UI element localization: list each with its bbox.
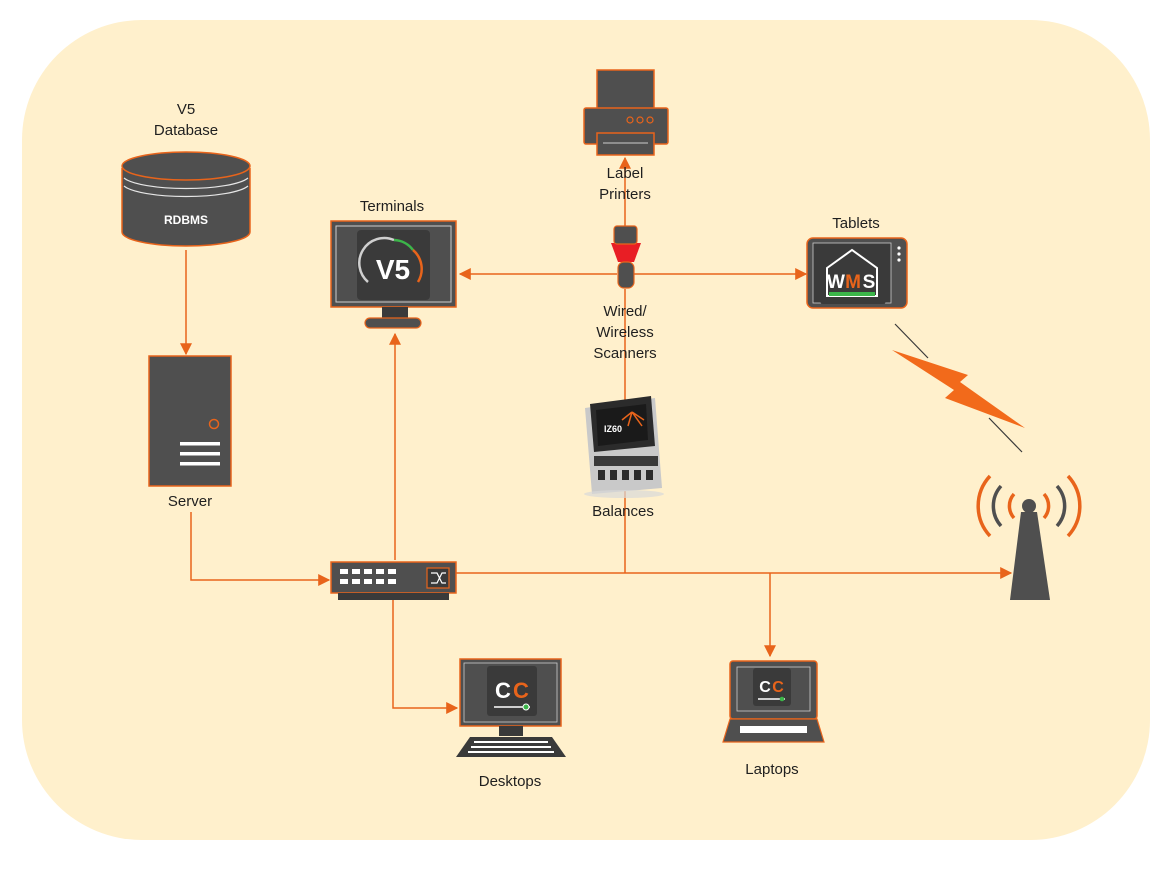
balances-label: Balances <box>592 503 654 520</box>
tablets-label: Tablets <box>832 215 880 232</box>
scanners-line3: Scanners <box>593 345 657 362</box>
desktop-logo-left: C <box>495 678 511 703</box>
laptops-label: Laptops <box>745 761 799 778</box>
scanners-line2: Wireless <box>596 324 654 341</box>
desktops-label: Desktops <box>478 773 542 790</box>
database-inner-label: RDBMS <box>164 213 208 227</box>
scanners-label: Wired/ Wireless Scanners <box>575 301 675 364</box>
label-printers-line1: Label <box>606 165 644 182</box>
terminals-label: Terminals <box>359 198 425 215</box>
label-printers-line2: Printers <box>599 186 651 203</box>
barcode-scanner-icon <box>611 225 641 289</box>
server-label: Server <box>167 493 213 510</box>
wireless-signal-bolt-icon <box>892 323 1025 453</box>
laptop-logo-left: C <box>759 679 771 696</box>
connectors <box>180 156 1013 714</box>
background-panel <box>22 20 1150 840</box>
laptop-logo-right: C <box>772 679 784 696</box>
laptop-icon: C C <box>722 660 825 743</box>
desktop-logo-right: C <box>513 678 529 703</box>
scanners-line1: Wired/ <box>603 303 647 320</box>
connector-switch-desktops <box>392 600 459 714</box>
wireless-antenna-icon <box>976 474 1082 600</box>
database-label-line1: V5 <box>176 101 196 118</box>
balance-brand-text: IZ60 <box>604 424 622 434</box>
database-label: V5 Database <box>146 99 226 141</box>
monitor-icon: V5 <box>330 220 457 329</box>
connector-server-switch <box>190 512 331 586</box>
tablet-icon: W M S <box>806 237 908 309</box>
desktop-computer-icon: C C <box>456 658 566 757</box>
network-switch-icon <box>330 561 457 600</box>
tablet-logo-m: M <box>845 272 861 293</box>
tablet-logo-s: S <box>863 272 876 293</box>
database-cylinder-icon: RDBMS <box>121 151 251 247</box>
terminal-logo-text: V5 <box>376 254 410 285</box>
server-tower-icon <box>148 355 232 487</box>
tablet-logo-w: W <box>827 272 845 293</box>
printer-icon <box>583 69 669 156</box>
weighing-terminal-icon: IZ60 <box>584 396 664 498</box>
database-label-line2: Database <box>153 122 219 139</box>
label-printers-label: Label Printers <box>585 163 665 205</box>
